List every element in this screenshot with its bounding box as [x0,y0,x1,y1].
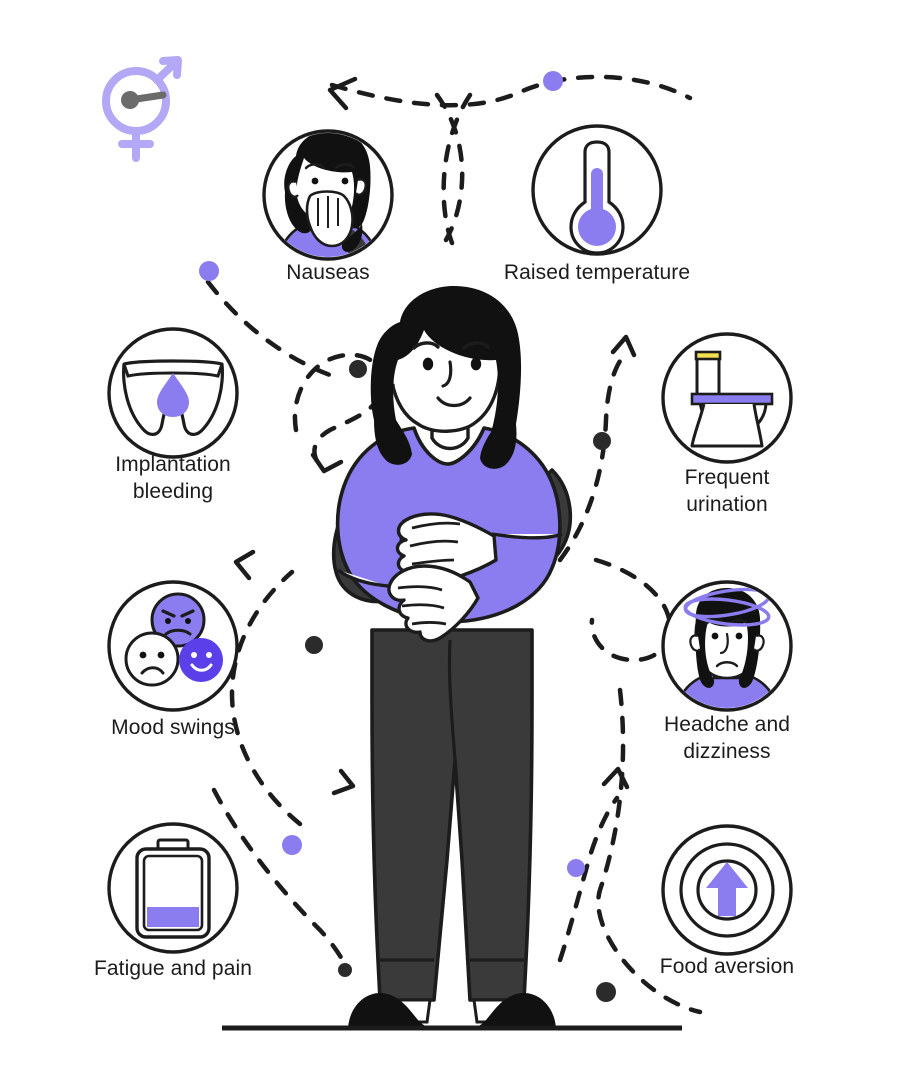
dizzy-woman-icon [674,587,780,708]
connector-dot-dark [305,636,323,654]
connector-arrowheads [233,76,637,796]
symptom-icon-headache-and-dizziness[interactable] [661,580,793,712]
connector-dot-purple [199,261,219,281]
connector-paths [205,74,703,1015]
pregnant-woman-illustration [331,286,573,1028]
symptom-icon-raised-temperature[interactable] [531,124,663,256]
toilet-icon [690,350,774,448]
connector-dot-dark [593,432,611,450]
emoji-faces-icon [124,592,223,687]
symptom-icon-food-aversion[interactable] [661,824,793,956]
symptom-icon-fatigue-and-pain[interactable] [107,822,239,954]
connector-dot-dark [349,360,367,378]
concentric-arrow-icon [679,842,775,938]
symptom-icon-implantation-bleeding[interactable] [107,327,239,459]
symptom-icon-nauseas[interactable] [262,129,394,262]
connector-dot-dark [338,963,352,977]
symptom-icon-frequent-urination[interactable] [661,332,793,464]
nauseated-woman-icon [276,133,380,257]
gender-clock-logo [102,56,182,162]
connector-dot-purple [543,71,563,91]
connector-dot-purple [282,835,302,855]
connector-dot-dark [596,982,616,1002]
thermometer-icon [569,140,625,255]
connector-dots [199,71,616,1002]
connector-dot-purple [567,859,585,877]
symptom-icon-mood-swings[interactable] [107,580,239,712]
underwear-droplet-icon [122,359,224,436]
low-battery-icon [135,838,211,939]
